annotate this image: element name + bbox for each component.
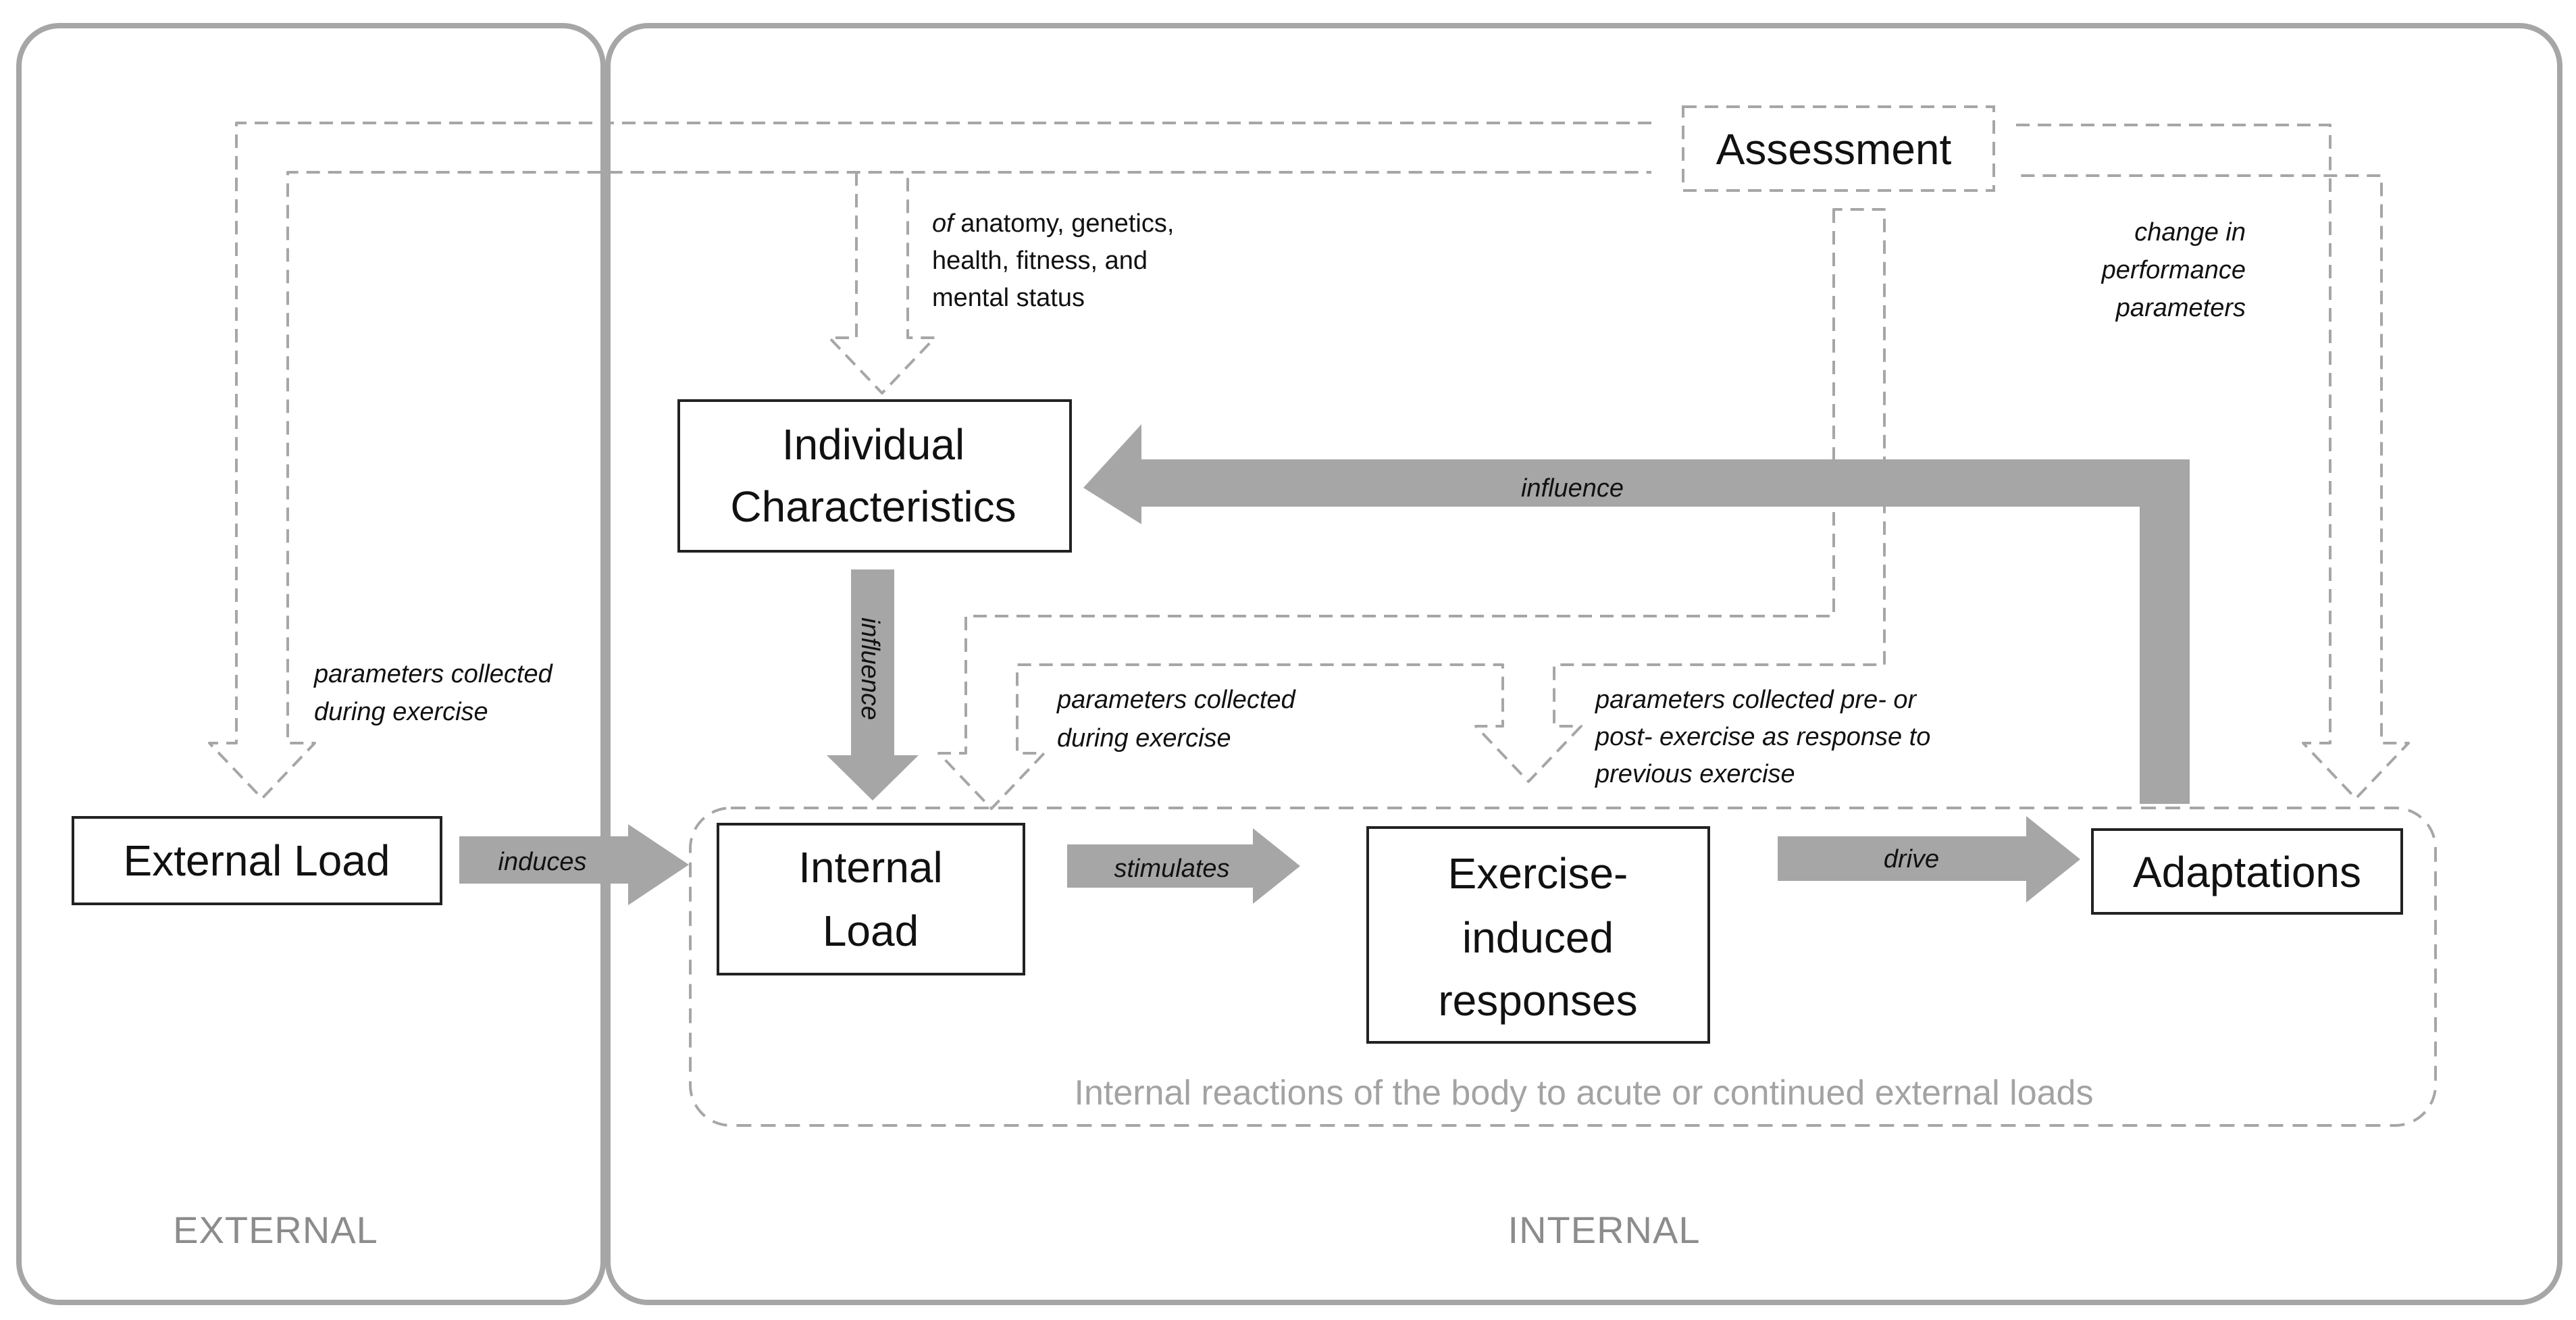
response-params-line3: previous exercise	[1595, 760, 1795, 788]
responses-label-line1: Exercise-	[1448, 849, 1628, 898]
anatomy-rest: anatomy, genetics,	[960, 209, 1174, 238]
individual-label-line2: Characteristics	[730, 482, 1016, 531]
individual-label-line1: Individual	[782, 420, 964, 469]
internal-load-box	[717, 823, 1025, 975]
responses-label-line2: induced	[1462, 913, 1614, 962]
influence-vertical-label: influence	[856, 617, 884, 720]
response-params-line1: parameters collected pre- or	[1595, 686, 1917, 714]
stimulates-arrow	[1067, 828, 1300, 904]
external-params-line1: parameters collected	[313, 660, 554, 688]
exercise-responses-box	[1366, 826, 1710, 1044]
internal-params-line1: parameters collected	[1056, 686, 1297, 714]
adaptations-box	[2091, 828, 2403, 915]
assessment-to-external-arrow	[208, 122, 1651, 800]
response-params-line2: post- exercise as response to	[1595, 723, 1930, 751]
of-prefix: of	[932, 209, 960, 238]
anatomy-annotation-line2: health, fitness, and	[932, 247, 1148, 275]
influence-down-arrow	[827, 569, 919, 801]
external-load-box	[72, 816, 442, 905]
assessment-to-individual-arrow	[828, 172, 936, 395]
change-annotation-line1: change in	[2134, 218, 2246, 247]
responses-label-line3: responses	[1438, 976, 1637, 1025]
internal-load-label-line1: Internal	[798, 843, 942, 892]
internal-panel	[605, 23, 2562, 1305]
influence-feedback-arrow	[1083, 424, 2190, 804]
change-annotation-line3: parameters	[2115, 294, 2246, 322]
external-params-line2: during exercise	[314, 698, 488, 726]
assessment-to-adaptations-arrow	[2016, 124, 2410, 800]
stimulates-label: stimulates	[1114, 855, 1229, 883]
internal-reactions-region	[689, 807, 2437, 1127]
external-panel-label: EXTERNAL	[173, 1209, 378, 1251]
induces-label: induces	[498, 848, 587, 876]
influence-top-label: influence	[1521, 474, 1624, 503]
assessment-label: Assessment	[1716, 125, 1952, 174]
drive-label: drive	[1884, 845, 1939, 873]
assessment-to-internal-arrow	[937, 208, 1886, 810]
external-load-label: External Load	[124, 836, 390, 885]
anatomy-annotation-line3: mental status	[932, 284, 1085, 312]
induces-arrow	[459, 824, 689, 905]
assessment-box	[1682, 105, 1995, 192]
change-annotation-line2: performance	[2101, 256, 2246, 284]
drive-arrow	[1778, 816, 2080, 903]
anatomy-annotation-line1: of anatomy, genetics,	[932, 209, 1174, 238]
internal-reactions-note: Internal reactions of the body to acute …	[1075, 1073, 2094, 1113]
external-panel	[16, 23, 606, 1305]
internal-load-label-line2: Load	[823, 907, 919, 955]
adaptations-label: Adaptations	[2133, 848, 2361, 896]
internal-panel-label: INTERNAL	[1508, 1209, 1701, 1251]
individual-characteristics-box	[677, 399, 1072, 553]
internal-params-line2: during exercise	[1057, 724, 1231, 753]
